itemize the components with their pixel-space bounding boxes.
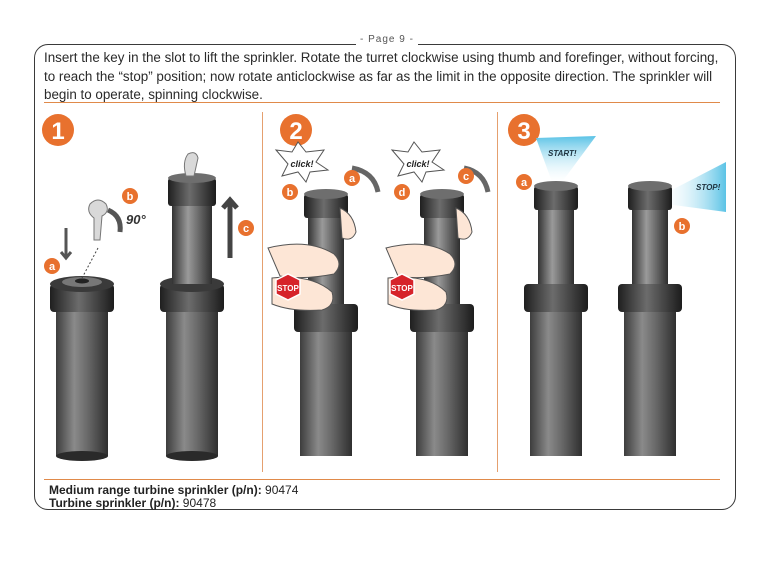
step-3-badge: 3	[508, 114, 540, 146]
svg-text:c: c	[243, 223, 249, 235]
angle-label: 90°	[126, 212, 146, 227]
sprinkler-illustration: 1 90° a b	[42, 114, 726, 461]
part-value-1: 90474	[265, 483, 299, 497]
arrow-up-icon	[221, 196, 239, 258]
svg-text:click!: click!	[406, 159, 429, 169]
part-value-2: 90478	[182, 496, 217, 510]
step-separator-2	[497, 112, 498, 472]
step-2: 2 STOP click! a b	[267, 114, 491, 456]
svg-text:c: c	[463, 171, 469, 183]
svg-text:click!: click!	[290, 159, 313, 169]
svg-text:b: b	[287, 187, 294, 199]
svg-text:a: a	[521, 177, 528, 189]
svg-text:3: 3	[517, 118, 530, 145]
click-burst-icon: click!	[274, 141, 330, 183]
start-label: START!	[548, 149, 577, 158]
svg-text:1: 1	[51, 118, 64, 145]
part-label-1: Medium range turbine sprinkler (p/n):	[49, 483, 262, 497]
rotate-clockwise-icon	[351, 165, 381, 193]
label-c-2: c	[458, 168, 474, 184]
key-icon	[81, 199, 108, 279]
rotate-arrow-icon	[106, 207, 123, 233]
instructions-text: Insert the key in the slot to lift the s…	[44, 50, 719, 102]
step-separator-1	[262, 112, 263, 472]
step-1-badge: 1	[42, 114, 74, 146]
label-c: c	[238, 220, 254, 236]
svg-text:b: b	[679, 221, 686, 233]
sprinkler-raised	[160, 152, 224, 461]
label-b: b	[122, 188, 138, 204]
label-a-3: a	[516, 174, 532, 190]
sprinkler-3b: STOP!	[618, 162, 726, 456]
sprinkler-closed	[50, 276, 114, 461]
svg-text:d: d	[399, 187, 406, 199]
top-divider	[44, 102, 720, 103]
svg-text:a: a	[349, 173, 356, 185]
part-label-2: Turbine sprinkler (p/n):	[49, 496, 180, 510]
label-a-2: a	[344, 170, 360, 186]
label-b-3: b	[674, 218, 690, 234]
part-line-2: Turbine sprinkler (p/n): 90478	[49, 496, 216, 510]
stop-label: STOP!	[696, 183, 721, 192]
svg-text:a: a	[49, 261, 56, 273]
stop-sign-icon: STOP	[275, 273, 301, 301]
page-marker: - Page 9 -	[356, 34, 418, 45]
label-b-2: b	[282, 184, 298, 200]
arrow-down-icon	[59, 228, 73, 261]
svg-text:STOP: STOP	[391, 284, 413, 293]
spray-start	[536, 136, 596, 182]
step-2-badge: 2	[280, 114, 312, 146]
svg-text:b: b	[127, 191, 134, 203]
part-line-1: Medium range turbine sprinkler (p/n): 90…	[49, 483, 298, 497]
click-burst-icon-2: click!	[390, 141, 446, 183]
sprinkler-3a: START!	[524, 136, 596, 456]
bottom-divider	[44, 479, 720, 480]
svg-text:2: 2	[289, 118, 302, 145]
stop-sign-icon-2: STOP	[389, 273, 415, 301]
label-d-2: d	[394, 184, 410, 200]
spray-stop	[664, 162, 726, 212]
step-3: 3 START! a STOP! b	[508, 114, 726, 456]
svg-text:STOP: STOP	[277, 284, 299, 293]
label-a: a	[44, 258, 60, 274]
step-1: 1 90° a b	[42, 114, 254, 461]
